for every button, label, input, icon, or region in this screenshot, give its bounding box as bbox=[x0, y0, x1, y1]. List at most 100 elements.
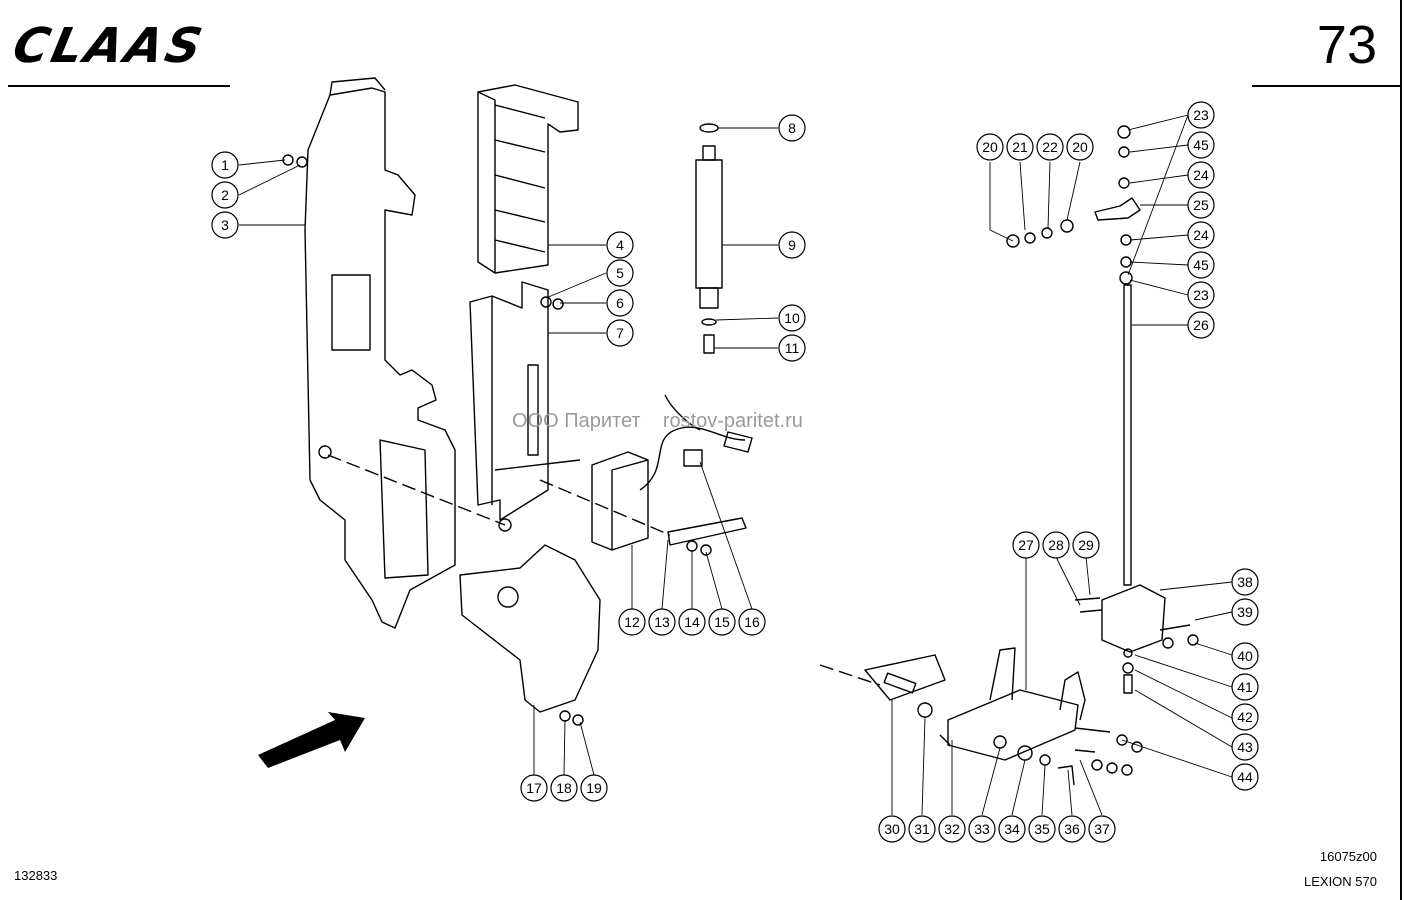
callout-10 bbox=[778, 304, 806, 332]
callout-13 bbox=[648, 608, 676, 636]
callout-label: 23 bbox=[1193, 287, 1209, 303]
callout-label: 32 bbox=[944, 821, 960, 837]
callout-36 bbox=[1058, 815, 1086, 843]
callout-label: 44 bbox=[1237, 769, 1253, 785]
callout-28 bbox=[1042, 531, 1070, 559]
callout-27 bbox=[1012, 531, 1040, 559]
callout-23a bbox=[1187, 101, 1215, 129]
callout-label: 6 bbox=[616, 295, 624, 311]
callout-label: 20 bbox=[982, 139, 998, 155]
model-name: LEXION 570 bbox=[1304, 874, 1377, 889]
callout-label: 8 bbox=[788, 120, 796, 136]
callout-42 bbox=[1231, 703, 1259, 731]
callout-label: 21 bbox=[1012, 139, 1028, 155]
callout-label: 2 bbox=[221, 187, 229, 203]
callout-40 bbox=[1231, 642, 1259, 670]
callout-label: 16 bbox=[744, 614, 760, 630]
callout-23b bbox=[1187, 281, 1215, 309]
callout-label: 25 bbox=[1193, 197, 1209, 213]
callout-15 bbox=[708, 608, 736, 636]
callout-45b bbox=[1187, 251, 1215, 279]
callout-label: 31 bbox=[914, 821, 930, 837]
callout-44 bbox=[1231, 763, 1259, 791]
callout-26 bbox=[1187, 311, 1215, 339]
cylinder bbox=[695, 159, 723, 289]
callout-24a bbox=[1187, 161, 1215, 189]
footer-left-code: 132833 bbox=[14, 868, 58, 883]
callout-label: 45 bbox=[1193, 257, 1209, 273]
drawing-number: 16075z00 bbox=[1319, 849, 1377, 864]
callout-label: 33 bbox=[974, 821, 990, 837]
callout-7 bbox=[606, 319, 634, 347]
callout-19 bbox=[580, 774, 608, 802]
callout-31 bbox=[908, 815, 936, 843]
channel-guide bbox=[469, 281, 549, 521]
callout-label: 10 bbox=[784, 310, 800, 326]
callout-label: 37 bbox=[1094, 821, 1110, 837]
callout-label: 45 bbox=[1193, 137, 1209, 153]
sensor-block bbox=[591, 451, 649, 551]
callout-43 bbox=[1231, 733, 1259, 761]
callout-6 bbox=[606, 289, 634, 317]
lower-cover bbox=[459, 544, 601, 713]
header-rule-right bbox=[1252, 85, 1400, 87]
callout-label: 41 bbox=[1237, 679, 1253, 695]
upper-bracket bbox=[477, 84, 579, 274]
callout-label: 17 bbox=[526, 780, 542, 796]
callout-24b bbox=[1187, 221, 1215, 249]
callout-label: 19 bbox=[586, 780, 602, 796]
watermark-site: rostov-paritet.ru bbox=[662, 410, 803, 432]
pivot-bracket bbox=[1101, 584, 1166, 653]
callout-2 bbox=[211, 181, 239, 209]
callout-label: 13 bbox=[654, 614, 670, 630]
callout-20a bbox=[976, 133, 1004, 161]
callout-38 bbox=[1231, 568, 1259, 596]
callout-label: 36 bbox=[1064, 821, 1080, 837]
sensor-cable bbox=[639, 426, 746, 491]
watermark-company: ООО Паритет bbox=[512, 410, 641, 432]
callout-39 bbox=[1231, 598, 1259, 626]
callout-12 bbox=[618, 608, 646, 636]
callout-33 bbox=[968, 815, 996, 843]
pedal-lever bbox=[947, 689, 1079, 761]
callout-label: 14 bbox=[684, 614, 700, 630]
callout-label: 3 bbox=[221, 217, 229, 233]
callout-16 bbox=[738, 608, 766, 636]
direction-arrow bbox=[258, 712, 365, 768]
callout-4 bbox=[606, 231, 634, 259]
callout-label: 35 bbox=[1034, 821, 1050, 837]
header-rule-left bbox=[8, 85, 230, 87]
callout-label: 24 bbox=[1193, 167, 1209, 183]
watermark: ООО Паритет rostov-paritet.ru bbox=[512, 410, 803, 433]
callout-25 bbox=[1187, 191, 1215, 219]
callout-22 bbox=[1036, 133, 1064, 161]
callout-label: 1 bbox=[221, 157, 229, 173]
callout-label: 9 bbox=[788, 237, 796, 253]
callout-label: 24 bbox=[1193, 227, 1209, 243]
page-border-right bbox=[1400, 0, 1402, 900]
callout-9 bbox=[778, 231, 806, 259]
callout-8 bbox=[778, 114, 806, 142]
callout-label: 43 bbox=[1237, 739, 1253, 755]
callout-30 bbox=[878, 815, 906, 843]
callout-14 bbox=[678, 608, 706, 636]
callout-label: 27 bbox=[1018, 537, 1034, 553]
callout-5 bbox=[606, 259, 634, 287]
callout-17 bbox=[520, 774, 548, 802]
callout-label: 18 bbox=[556, 780, 572, 796]
callout-35 bbox=[1028, 815, 1056, 843]
callout-label: 15 bbox=[714, 614, 730, 630]
callout-41 bbox=[1231, 673, 1259, 701]
page-number: 73 bbox=[1316, 15, 1377, 75]
threaded-rod bbox=[1123, 284, 1132, 586]
callout-label: 42 bbox=[1237, 709, 1253, 725]
callout-label: 7 bbox=[616, 325, 624, 341]
callout-label: 11 bbox=[785, 340, 800, 356]
callout-label: 4 bbox=[616, 237, 624, 253]
callout-label: 28 bbox=[1048, 537, 1064, 553]
callout-11 bbox=[778, 334, 806, 362]
callout-label: 12 bbox=[624, 614, 640, 630]
callout-label: 30 bbox=[884, 821, 900, 837]
